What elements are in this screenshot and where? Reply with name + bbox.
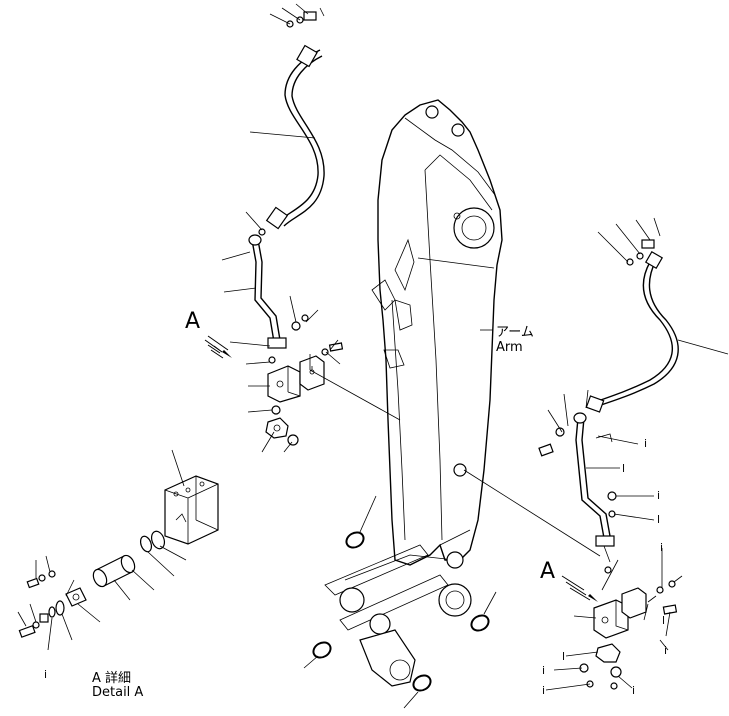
callout-mark: i [542,664,545,677]
callout-mark: l [622,462,625,475]
detail-label-en: Detail A [92,685,143,700]
view-a-arrow-right [561,575,598,602]
hose-left-upper [258,11,325,236]
arm-body [324,99,503,687]
valve-block-left [265,342,344,446]
view-a-arrow-left [204,335,232,359]
arm-label-en: Arm [496,340,523,355]
callout-mark: i [664,644,667,657]
callout-mark: i [657,489,660,502]
detail-label-jp: A 詳細 [92,670,131,686]
o-rings [312,531,490,692]
tube-right [538,412,617,547]
labels: A A アーム Arm A 詳細 Detail A i l i l i l i … [44,309,667,700]
leader-lines [17,3,729,709]
valve-block-right [579,566,678,690]
arm-label-jp: アーム [496,325,534,340]
view-a-label-left: A [185,309,200,334]
callout-mark: i [644,437,647,450]
callout-mark: l [562,650,565,663]
callout-mark: i [632,684,635,697]
tube-left [248,234,309,349]
callout-mark: l [657,513,660,526]
callout-mark: l [662,614,665,627]
hose-right [585,239,679,413]
callout-mark: i [542,684,545,697]
detail-a-assembly [18,475,219,638]
callout-mark: i [660,541,663,554]
view-a-label-right: A [540,559,555,584]
callout-mark: i [44,668,47,681]
